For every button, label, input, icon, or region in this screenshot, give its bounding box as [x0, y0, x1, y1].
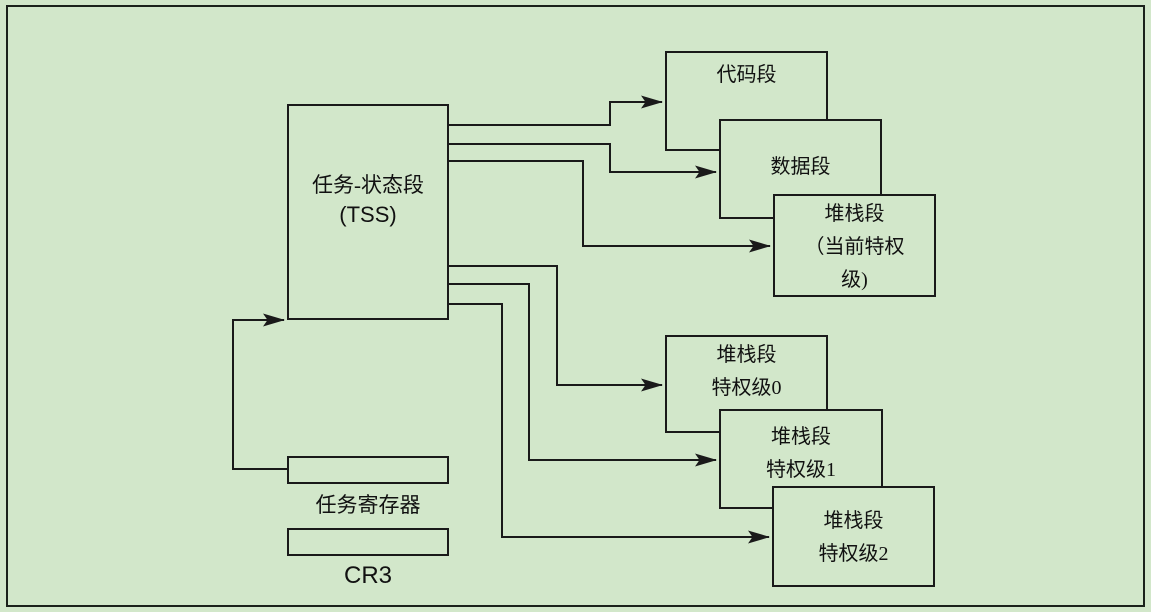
data-segment-label: 数据段	[770, 156, 831, 178]
tss-label-line2: (TSS)	[339, 202, 397, 227]
node-stack-current-privilege: 堆栈段 （当前特权 级)	[773, 194, 936, 297]
outer-border-frame	[6, 5, 1145, 607]
connector-tss-to-data-segment	[449, 143, 717, 179]
connector-task-register-to-tss	[232, 313, 287, 470]
stack-current-line3: 级)	[841, 269, 868, 291]
node-cr3-box	[287, 528, 449, 556]
stack-priv1-line1: 堆栈段	[771, 426, 831, 448]
stack-priv0-line2: 特权级0	[711, 377, 782, 399]
task-register-label: 任务寄存器	[315, 493, 421, 517]
stack-priv2-line2: 特权级2	[818, 543, 889, 565]
stack-current-line2: （当前特权	[804, 236, 905, 258]
connector-tss-to-stack-priv2	[449, 303, 770, 544]
connector-tss-to-stack-priv0	[449, 265, 663, 392]
tss-label-line1: 任务-状态段	[312, 173, 424, 197]
node-task-register-box	[287, 456, 449, 484]
stack-priv1-line2: 特权级1	[766, 459, 836, 481]
connector-tss-to-stack-current	[449, 160, 771, 253]
node-stack-priv2: 堆栈段 特权级2	[772, 486, 935, 587]
node-data-segment: 数据段	[719, 119, 882, 219]
stack-priv2-line1: 堆栈段	[823, 510, 884, 532]
connector-tss-to-code-segment	[449, 95, 663, 126]
cr3-label: CR3	[343, 562, 392, 589]
connector-tss-to-stack-priv1	[449, 283, 717, 467]
node-tss: 任务-状态段 (TSS)	[287, 104, 449, 320]
stack-current-line1: 堆栈段	[824, 203, 885, 225]
code-segment-label: 代码段	[716, 64, 777, 86]
stack-priv0-line1: 堆栈段	[716, 344, 777, 366]
